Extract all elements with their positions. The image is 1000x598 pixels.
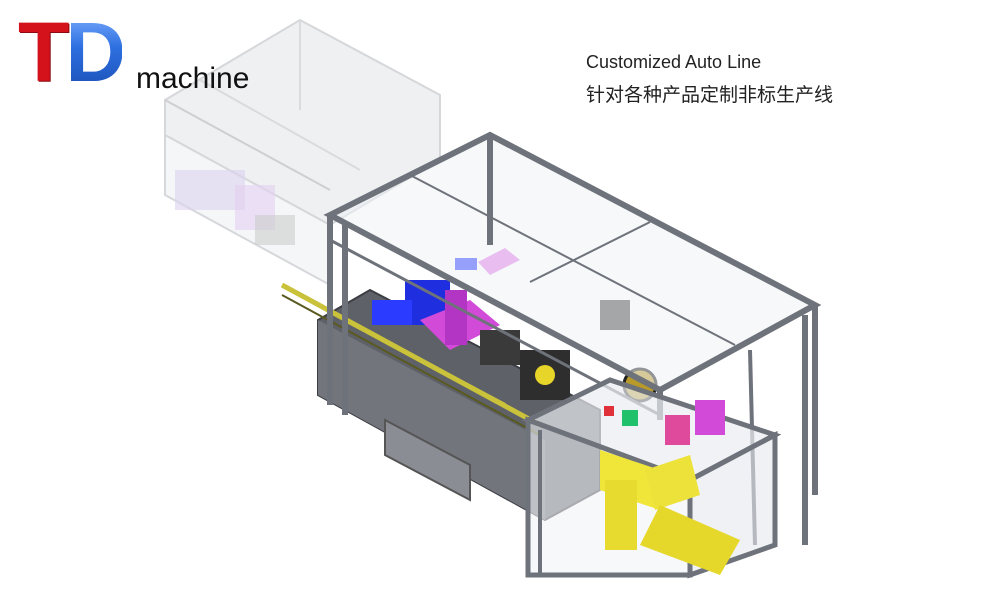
- caption-title-cn: 针对各种产品定制非标生产线: [586, 84, 834, 106]
- logo-letter-t: T: [18, 5, 69, 99]
- logo-letter-d: D: [65, 5, 126, 99]
- rear-module-faded: [164, 18, 441, 287]
- logo-wordmark: machine: [136, 62, 250, 95]
- guide-rails: [280, 282, 542, 436]
- brand-logo: T D machine: [18, 10, 278, 100]
- caption-title-en: Customized Auto Line: [586, 52, 762, 72]
- front-cabinet: [521, 377, 782, 579]
- logo-monogram: T D: [18, 5, 126, 99]
- product-caption: Customized Auto Line 针对各种产品定制非标生产线: [586, 50, 833, 110]
